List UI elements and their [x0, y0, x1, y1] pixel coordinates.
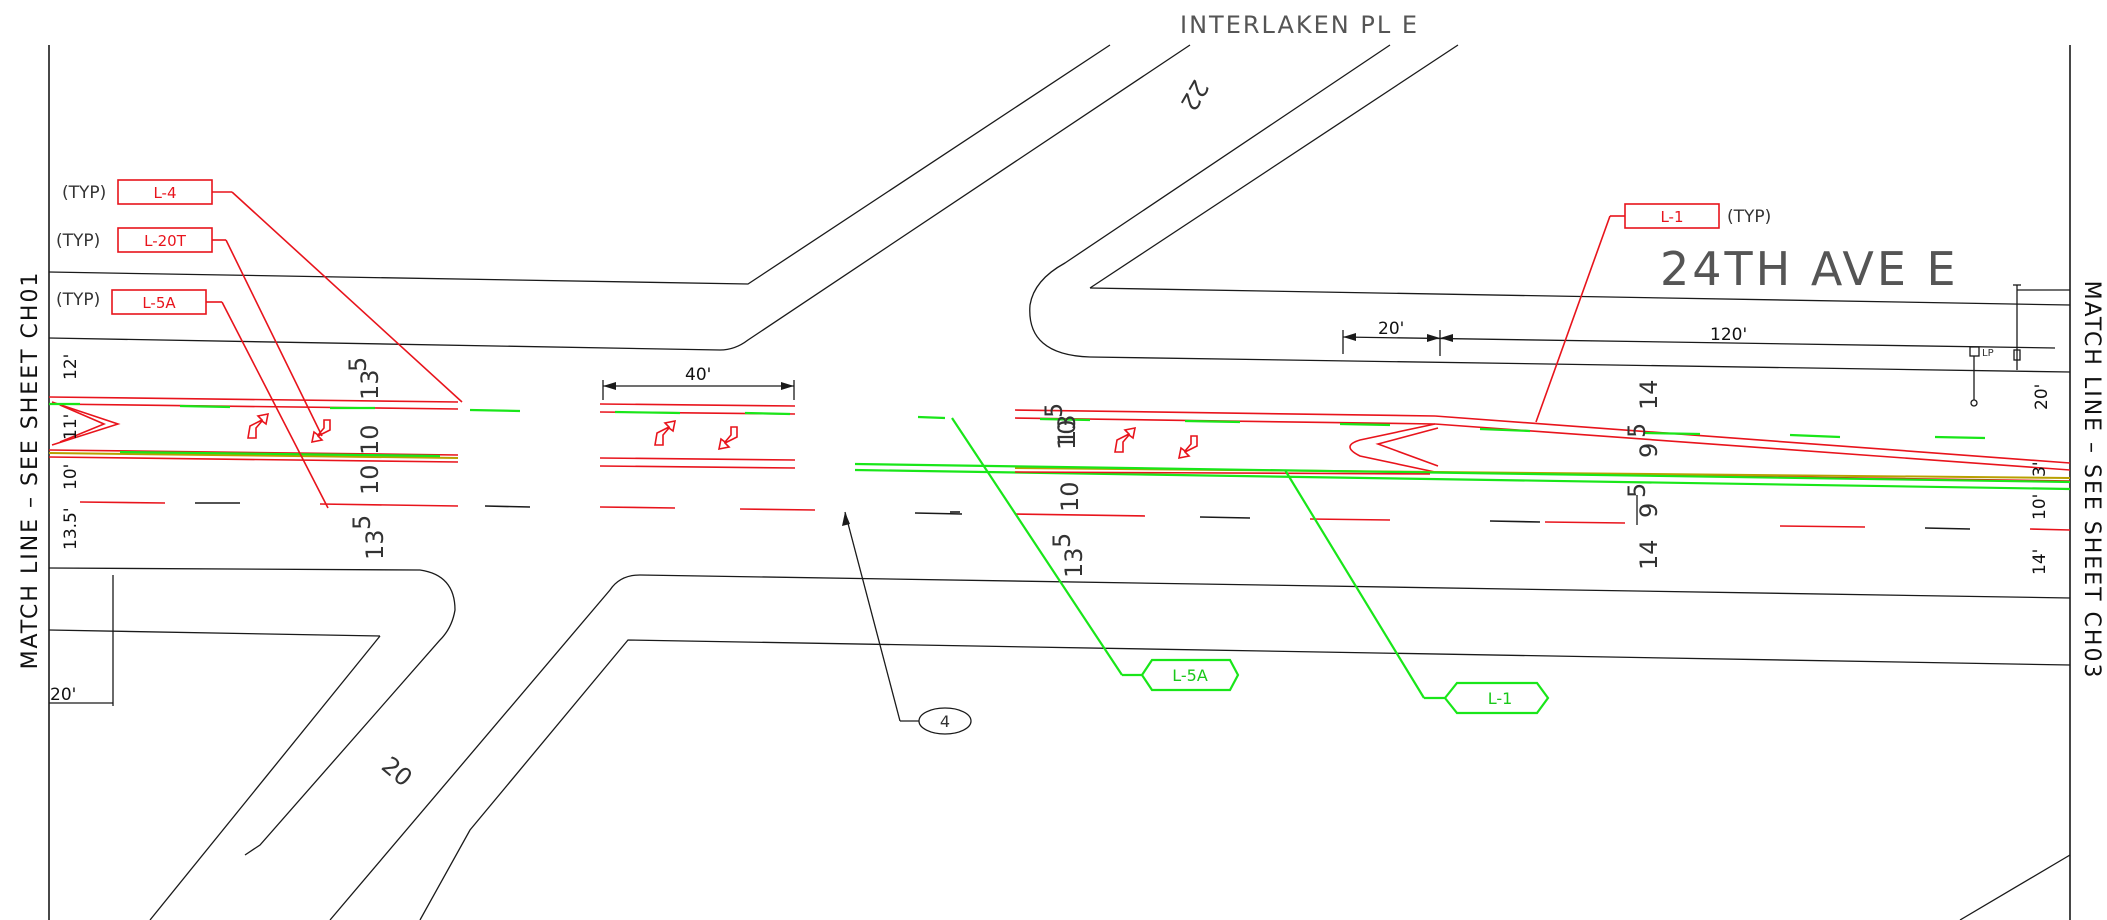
svg-text:13: 13 — [1060, 547, 1088, 578]
north-leg-width: 22 — [1175, 75, 1215, 115]
svg-text:10: 10 — [356, 424, 384, 455]
dimension-40: 40' — [602, 365, 795, 400]
svg-text:5: 5 — [1040, 403, 1068, 418]
road-edges — [48, 44, 2071, 920]
svg-text:13: 13 — [1053, 414, 1081, 445]
callout-l1-red: L-1 (TYP) — [1535, 203, 1771, 423]
svg-text:40': 40' — [685, 365, 711, 385]
svg-text:5: 5 — [348, 515, 376, 530]
svg-text:13.5': 13.5' — [61, 507, 81, 550]
svg-text:10': 10' — [2030, 494, 2050, 520]
svg-text:10': 10' — [61, 464, 81, 490]
svg-text:L-5A: L-5A — [142, 294, 176, 312]
left-match-label: MATCH LINE – SEE SHEET CH01 — [18, 271, 43, 670]
svg-text:(TYP): (TYP) — [56, 231, 100, 251]
svg-text:9: 9 — [1635, 503, 1663, 518]
svg-text:L-20T: L-20T — [144, 232, 187, 250]
svg-text:14: 14 — [1635, 379, 1663, 410]
street-name-interlaken: INTERLAKEN PL E — [1180, 11, 1419, 39]
svg-text:14': 14' — [2030, 549, 2050, 575]
svg-text:5: 5 — [1048, 533, 1076, 548]
callout-l20t: (TYP) L-20T — [56, 227, 323, 437]
svg-text:11': 11' — [61, 414, 81, 440]
dimension-20-120: 20' 120' — [1342, 319, 2056, 356]
svg-text:120': 120' — [1710, 325, 1747, 345]
callout-l4: (TYP) L-4 — [62, 179, 463, 403]
luminaire-pole-symbol: LP — [1969, 346, 2021, 407]
svg-text:10: 10 — [356, 464, 384, 495]
svg-text:L-4: L-4 — [153, 184, 176, 202]
svg-text:3': 3' — [2030, 462, 2050, 478]
svg-text:4: 4 — [940, 712, 950, 731]
svg-text:L-1: L-1 — [1660, 208, 1683, 226]
svg-text:(TYP): (TYP) — [56, 290, 100, 310]
svg-text:13: 13 — [356, 369, 384, 400]
svg-text:(TYP): (TYP) — [62, 183, 106, 203]
striping-east — [854, 409, 2071, 531]
svg-text:5: 5 — [344, 357, 372, 372]
south-leg-width: 20 — [376, 751, 417, 792]
svg-text:12': 12' — [61, 354, 81, 380]
right-dimensions: 20' 3' 10' 14' — [2013, 284, 2070, 575]
svg-text:20': 20' — [2032, 384, 2052, 410]
callout-l5a-red: (TYP) L-5A — [56, 289, 329, 509]
svg-text:(TYP): (TYP) — [1727, 207, 1771, 227]
striping-center — [599, 403, 963, 515]
svg-text:5: 5 — [1623, 483, 1651, 498]
svg-text:10: 10 — [1056, 481, 1084, 512]
svg-text:20': 20' — [50, 685, 76, 705]
svg-text:20': 20' — [1378, 319, 1404, 339]
turn-arrows — [247, 412, 1198, 460]
svg-text:L-5A: L-5A — [1172, 666, 1208, 685]
svg-text:14: 14 — [1635, 539, 1663, 570]
svg-text:13: 13 — [361, 529, 389, 560]
callout-l5a-green: L-5A — [951, 417, 1240, 692]
svg-text:9: 9 — [1635, 443, 1663, 458]
svg-text:5: 5 — [1623, 423, 1651, 438]
callout-l1-green: L-1 — [1284, 469, 1550, 715]
lane-widths-west: 13 5 10 10 13 5 — [344, 357, 389, 560]
right-match-label: MATCH LINE – SEE SHEET CH03 — [2079, 281, 2104, 680]
street-name-24th-ave: 24TH AVE E — [1660, 242, 1959, 296]
svg-text:10: 10 — [1053, 419, 1081, 450]
svg-text:L-1: L-1 — [1488, 689, 1513, 708]
left-dimensions: 12' 11' 10' 13.5' 20' — [49, 354, 114, 706]
striping-west — [48, 396, 531, 508]
svg-text:LP: LP — [1982, 348, 1994, 359]
keynote-4: 4 — [842, 511, 972, 735]
lane-widths-east: 13 5 10 10 13 5 14 9 5 9 5 14 — [1040, 379, 1663, 578]
